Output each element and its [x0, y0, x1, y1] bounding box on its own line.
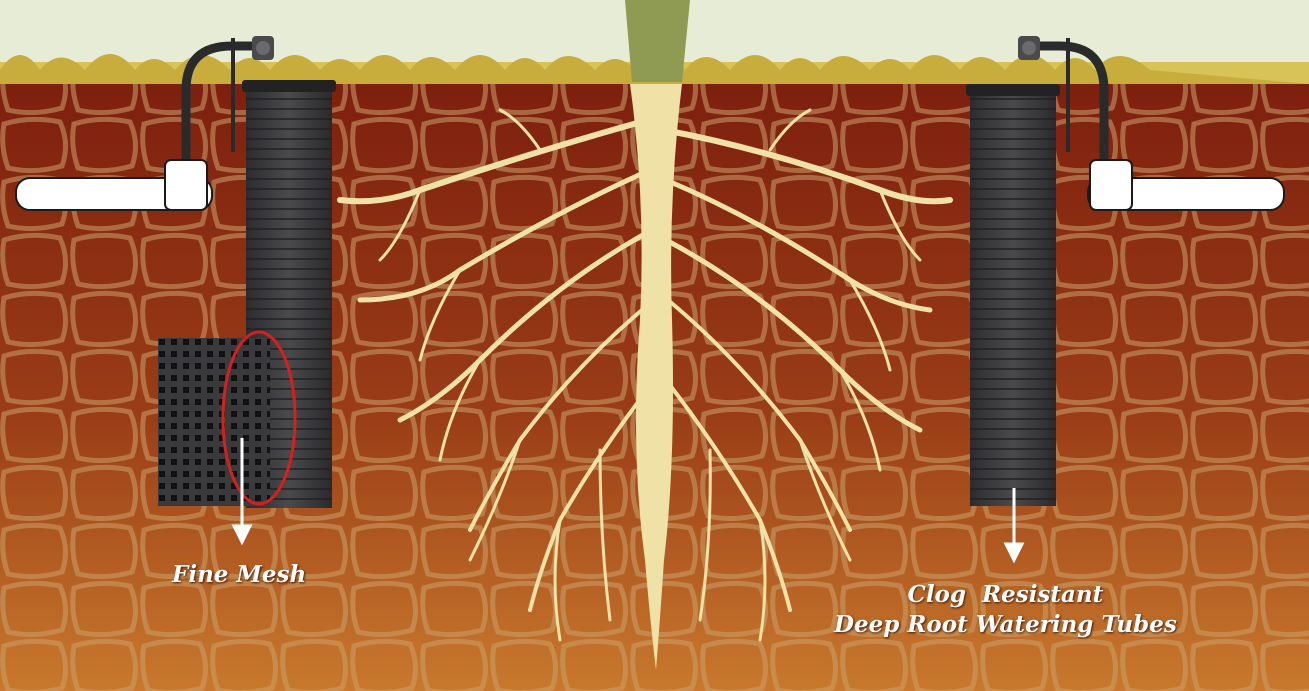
fine-mesh-sleeve	[158, 338, 270, 506]
watering-tubes-label: Clog Resistant Deep Root Watering Tubes	[834, 580, 1177, 640]
watering-tubes-label-line1: Clog Resistant	[834, 580, 1177, 610]
watering-tubes-label-line2: Deep Root Watering Tubes	[834, 610, 1177, 640]
water-emitter-icon	[252, 36, 274, 60]
water-emitter-icon	[1018, 36, 1040, 60]
plant-stem	[625, 0, 690, 82]
fine-mesh-label: Fine Mesh	[172, 561, 306, 588]
